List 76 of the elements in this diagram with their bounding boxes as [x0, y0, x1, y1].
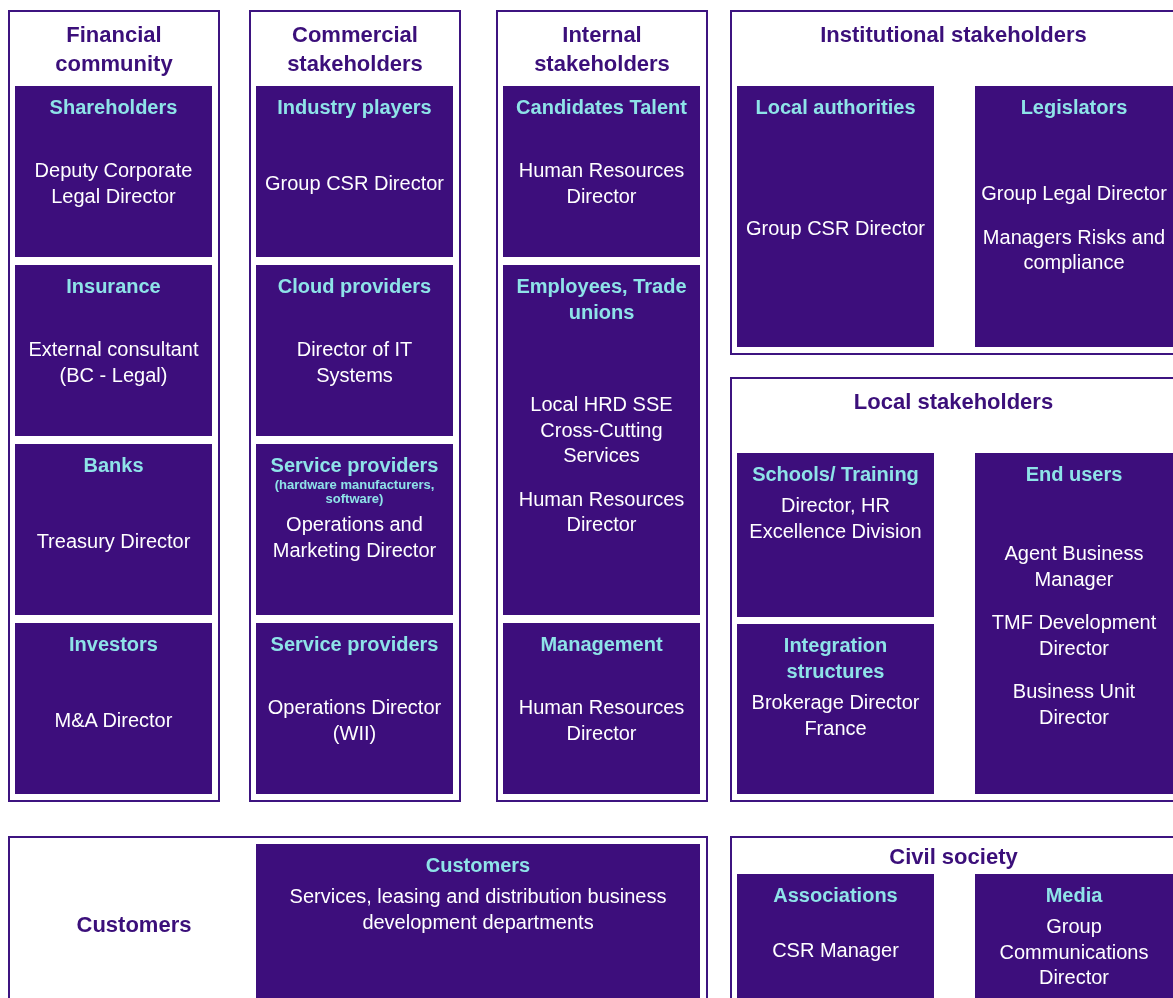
- card-heading: Candidates Talent: [516, 95, 687, 120]
- role-text: Agent Business Manager: [1003, 541, 1145, 592]
- card-heading: Customers: [425, 853, 531, 878]
- role-text: Human Resources Director: [517, 158, 686, 209]
- card-subheading: (hardware manufacturers, software): [273, 478, 436, 506]
- stakeholder-card: [503, 265, 700, 615]
- role-text: Director of IT Systems: [295, 337, 414, 388]
- group-frame: [8, 10, 220, 802]
- stakeholder-card: [737, 453, 934, 617]
- card-heading: Banks: [83, 453, 144, 478]
- role-text: Operations Director (WII): [266, 695, 443, 746]
- role-text: Brokerage Director France: [750, 690, 921, 741]
- role-text: Group Legal Director: [980, 181, 1168, 207]
- group-title: Institutional stakeholders: [819, 21, 1088, 49]
- role-text: M&A Director: [54, 707, 173, 733]
- group-title: Commercial stakeholders: [286, 21, 424, 78]
- card-heading: Media: [1045, 883, 1103, 908]
- card-heading: End users: [1025, 462, 1123, 487]
- stakeholder-card: [256, 444, 453, 615]
- stakeholder-card: [975, 874, 1173, 998]
- group-frame: [496, 10, 708, 802]
- group-frame: [8, 836, 708, 998]
- card-heading: Associations: [773, 883, 898, 908]
- card-heading: Industry players: [277, 95, 432, 120]
- card-heading: Employees, Trade unions: [515, 274, 688, 325]
- role-text: Group CSR Director: [265, 170, 444, 196]
- role-text: Business Unit Director: [1011, 679, 1137, 730]
- role-text: Local HRD SSE Cross-Cutting Services: [529, 392, 674, 469]
- group-title: Local stakeholders: [852, 388, 1055, 416]
- group-title: Customers: [75, 910, 193, 938]
- card-heading: Local authorities: [755, 95, 916, 120]
- group-frame: [730, 836, 1173, 998]
- stakeholder-card: [975, 86, 1173, 347]
- stakeholder-card: [975, 453, 1173, 794]
- group-frame: [730, 377, 1173, 802]
- card-heading: Service providers: [270, 632, 439, 657]
- stakeholder-card: [15, 86, 212, 257]
- stakeholder-card: [503, 623, 700, 794]
- card-heading: Shareholders: [49, 95, 178, 120]
- group-title: Financial community: [54, 21, 174, 78]
- role-text: Deputy Corporate Legal Director: [33, 158, 194, 209]
- stakeholder-card: [737, 86, 934, 347]
- role-text: Human Resources Director: [517, 486, 686, 538]
- role-text: Group CSR Director: [746, 215, 925, 241]
- stakeholder-card: [15, 265, 212, 436]
- group-frame: [249, 10, 461, 802]
- group-title: Civil society: [888, 843, 1019, 871]
- stakeholder-card: [256, 86, 453, 257]
- stakeholder-card: [15, 444, 212, 615]
- group-title: Internal stakeholders: [533, 21, 671, 78]
- card-heading: Cloud providers: [277, 274, 432, 299]
- stakeholder-card: [737, 874, 934, 998]
- card-heading: Insurance: [66, 274, 161, 299]
- stakeholder-card: [737, 624, 934, 794]
- card-heading: Investors: [69, 632, 158, 657]
- stakeholder-card: [503, 86, 700, 257]
- role-text: CSR Manager: [772, 938, 899, 964]
- card-heading: Integration structures: [782, 633, 889, 684]
- role-text: Human Resources Director: [517, 695, 686, 746]
- role-text: TMF Development Director: [990, 610, 1158, 661]
- stakeholder-card: [256, 844, 700, 998]
- card-heading: Service providers: [270, 453, 439, 478]
- role-text: Managers Risks and compliance: [981, 224, 1167, 276]
- stakeholder-card: [15, 623, 212, 794]
- stakeholder-card: [256, 623, 453, 794]
- role-text: Group Communications Director: [998, 914, 1150, 990]
- role-text: Operations and Marketing Director: [271, 512, 438, 563]
- group-frame: [730, 10, 1173, 355]
- role-text: Treasury Director: [36, 528, 191, 554]
- role-text: External consultant (BC - Legal): [27, 337, 200, 388]
- role-text: Services, leasing and distribution business development departments: [288, 884, 668, 935]
- card-heading: Management: [540, 632, 663, 657]
- role-text: Director, HR Excellence Division: [748, 493, 923, 544]
- card-heading: Schools/ Training: [752, 462, 919, 487]
- stakeholder-card: [256, 265, 453, 436]
- card-heading: Legislators: [1020, 95, 1128, 120]
